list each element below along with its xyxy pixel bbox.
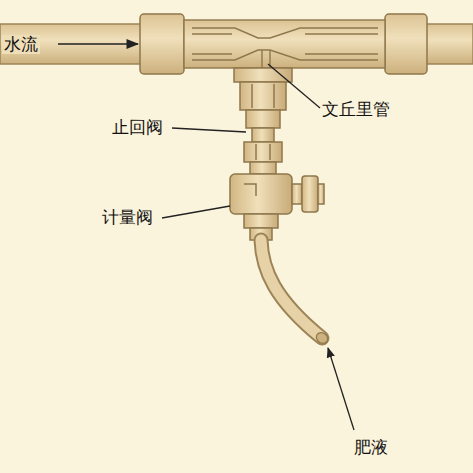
- pipe-coupling: [140, 14, 427, 74]
- flow-label: 水流: [2, 35, 40, 54]
- venturi-body: [184, 20, 385, 72]
- check-valve: [244, 110, 282, 162]
- part-label: 止回阀: [112, 118, 163, 137]
- part-label: 肥液: [354, 438, 388, 457]
- flow-arrow: [58, 43, 138, 45]
- part-label: 计量阀: [102, 208, 153, 227]
- suction-tube: [261, 240, 330, 346]
- metering-valve: [230, 162, 324, 240]
- part-label: 文丘里管: [322, 100, 390, 119]
- leader-line: [162, 64, 354, 430]
- tee-outlet: [234, 68, 292, 110]
